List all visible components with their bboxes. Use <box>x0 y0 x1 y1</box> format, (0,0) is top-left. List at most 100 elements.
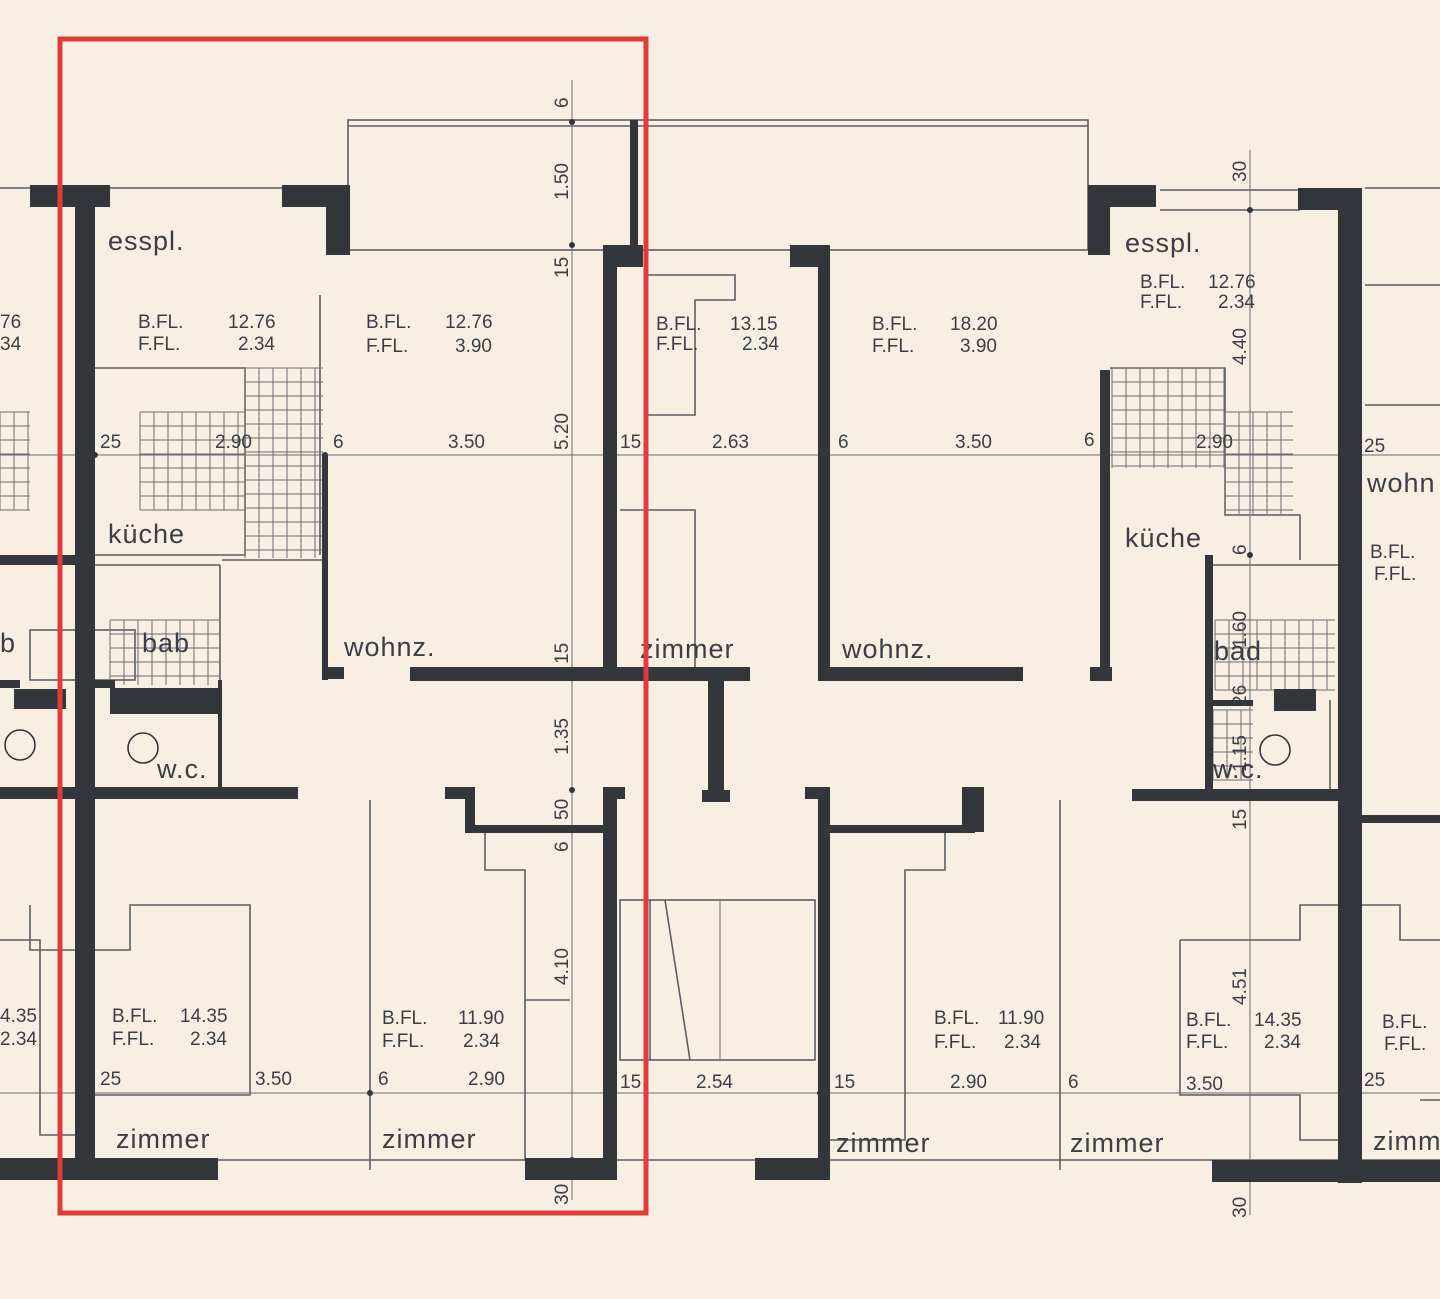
room-label-bad-right: bad <box>1214 636 1262 666</box>
vertical-dimension-labels: 6 1.50 15 5.20 15 1.35 50 6 4.10 30 30 4… <box>552 97 1251 1218</box>
area-esspl-right-bfl-label: B.FL. <box>1140 272 1185 293</box>
tile-grids <box>0 367 1335 781</box>
vdim-6-top: 6 <box>552 97 573 108</box>
room-labels: esspl. esspl. küche küche bab bad b w.c.… <box>0 226 1440 1158</box>
area-esspl-left-ffl-value: 2.34 <box>238 334 275 355</box>
vdim-135: 1.35 <box>552 718 573 755</box>
room-label-wohn-edge: wohn <box>1366 468 1436 498</box>
area-wohnz-left-ffl-value: 3.90 <box>455 336 492 357</box>
room-label-wc-right: w.c. <box>1212 754 1264 784</box>
area-zimmer3-bfl-label: B.FL. <box>934 1008 979 1029</box>
area-zimmer-mt-ffl-value: 2.34 <box>742 334 779 355</box>
dim-6-a: 6 <box>333 432 344 453</box>
area-zimmer4-ffl-value: 2.34 <box>1264 1032 1301 1053</box>
vdim-451: 4.51 <box>1230 968 1251 1005</box>
area-zimmer4-ffl-label: F.FL. <box>1186 1032 1228 1053</box>
vdim-6-b: 6 <box>552 841 573 852</box>
vdim-440: 4.40 <box>1230 328 1251 365</box>
vdim-160: 1.60 <box>1230 611 1251 648</box>
dim-6-c: 6 <box>1084 430 1095 451</box>
area-esspl-left-bfl-label: B.FL. <box>138 312 183 333</box>
area-zimmer2-ffl-label: F.FL. <box>382 1031 424 1052</box>
dim-6-b: 6 <box>838 432 849 453</box>
area-zimmer3-ffl-value: 2.34 <box>1004 1032 1041 1053</box>
area-zimmer2-bfl-label: B.FL. <box>382 1008 427 1029</box>
vdim-6-r: 6 <box>1230 544 1251 555</box>
area-zimmer1-bfl-value: 14.35 <box>180 1006 228 1027</box>
area-wohnz-left-bfl-value: 12.76 <box>445 312 493 333</box>
vdim-410: 4.10 <box>552 948 573 985</box>
vdim-15-a: 15 <box>552 257 573 278</box>
dim-254: 2.54 <box>696 1072 733 1093</box>
area-zimmer3-bfl-value: 11.90 <box>998 1008 1044 1029</box>
dim-290-b: 2.90 <box>1196 432 1233 453</box>
area-zimmer1-ffl-label: F.FL. <box>112 1029 154 1050</box>
area-edge-left2-ffl: 2.34 <box>0 1029 37 1050</box>
vdim-520: 5.20 <box>552 413 573 450</box>
dim-25-bot: 25 <box>100 1069 121 1090</box>
dim-290-d: 2.90 <box>950 1072 987 1093</box>
dim-350-c: 3.50 <box>255 1069 292 1090</box>
area-esspl-right-ffl-label: F.FL. <box>1140 292 1182 313</box>
area-zimmer-mt-bfl-value: 13.15 <box>730 314 778 335</box>
area-zimmer4-bfl-label: B.FL. <box>1186 1010 1231 1031</box>
area-wohnz-left-bfl-label: B.FL. <box>366 312 411 333</box>
vdim-26: 26 <box>1230 685 1251 706</box>
area-zimmer1-ffl-value: 2.34 <box>190 1029 227 1050</box>
area-labels: B.FL. 12.76 F.FL. 2.34 B.FL. 12.76 F.FL.… <box>0 272 1427 1055</box>
dim-350-b: 3.50 <box>955 432 992 453</box>
dim-15-a: 15 <box>620 432 641 453</box>
vdim-30-bot: 30 <box>552 1184 573 1205</box>
area-zimmer3-ffl-label: F.FL. <box>934 1032 976 1053</box>
area-edge-right-bfl-label: B.FL. <box>1370 542 1415 563</box>
area-edge-right-ffl-label: F.FL. <box>1374 564 1416 585</box>
dim-290-top: 2.90 <box>215 432 252 453</box>
room-label-esspl-left: esspl. <box>108 226 185 256</box>
room-label-esspl-right: esspl. <box>1125 228 1202 258</box>
room-label-wohnz-right: wohnz. <box>841 634 934 664</box>
dim-15-b: 15 <box>620 1072 641 1093</box>
area-esspl-right-ffl-value: 2.34 <box>1218 292 1255 313</box>
vdim-15-b: 15 <box>552 643 573 664</box>
horizontal-dimension-labels: 25 2.90 6 3.50 15 2.63 6 3.50 6 2.90 25 … <box>100 430 1385 1095</box>
area-zimmer2-ffl-value: 2.34 <box>463 1031 500 1052</box>
room-label-bad-left: bab <box>142 628 190 658</box>
area-zimmer-mt-ffl-label: F.FL. <box>656 334 698 355</box>
area-wohnz-right-bfl-value: 18.20 <box>950 314 998 335</box>
dim-350-a: 3.50 <box>448 432 485 453</box>
area-edge-left2-bfl: 4.35 <box>0 1006 37 1027</box>
room-label-zimmer-1: zimmer <box>116 1124 211 1154</box>
vdim-30-r-top: 30 <box>1230 161 1251 182</box>
dim-25-top: 25 <box>100 432 121 453</box>
area-edge-left-bfl: 76 <box>0 312 21 333</box>
area-wohnz-left-ffl-label: F.FL. <box>366 336 408 357</box>
room-label-zimmer-2: zimmer <box>382 1124 477 1154</box>
dim-6-d: 6 <box>378 1069 389 1090</box>
room-label-wohnz-left: wohnz. <box>343 632 436 662</box>
room-label-wc-left: w.c. <box>156 754 208 784</box>
vdim-50: 50 <box>552 799 573 820</box>
dim-25-edge: 25 <box>1364 436 1385 457</box>
room-label-kueche-right: küche <box>1125 523 1202 553</box>
area-zimmer2-bfl-value: 11.90 <box>458 1008 504 1029</box>
room-label-zimmer-edge: zimm <box>1373 1126 1440 1156</box>
dim-25-bot-edge: 25 <box>1364 1070 1385 1091</box>
area-zimmer-mt-bfl-label: B.FL. <box>656 314 701 335</box>
walls <box>0 120 1440 1183</box>
dim-263: 2.63 <box>712 432 749 453</box>
dim-290-c: 2.90 <box>468 1069 505 1090</box>
dim-15-c: 15 <box>834 1072 855 1093</box>
area-zimmer1-bfl-label: B.FL. <box>112 1006 157 1027</box>
dim-6-e: 6 <box>1068 1072 1079 1093</box>
room-label-kueche-left: küche <box>108 519 185 549</box>
area-esspl-left-ffl-label: F.FL. <box>138 334 180 355</box>
vdim-30-r-bot: 30 <box>1230 1197 1251 1218</box>
dim-350-d: 3.50 <box>1186 1074 1223 1095</box>
area-edge-right2-bfl-label: B.FL. <box>1382 1012 1427 1033</box>
vdim-150: 1.50 <box>552 163 573 200</box>
room-label-zimmer-3: zimmer <box>836 1128 931 1158</box>
area-esspl-left-bfl-value: 12.76 <box>228 312 276 333</box>
area-wohnz-right-bfl-label: B.FL. <box>872 314 917 335</box>
